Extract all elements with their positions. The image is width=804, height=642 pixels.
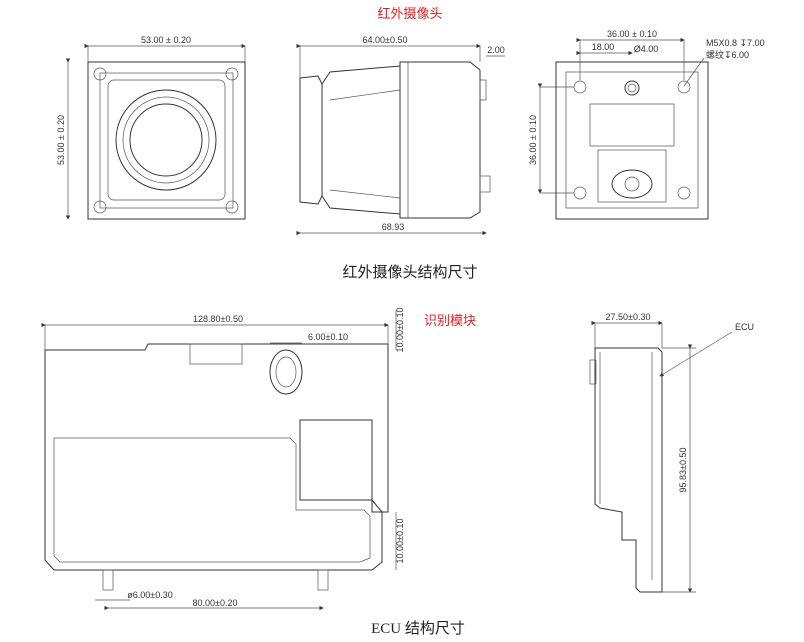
ecu-front-view: 128.80±0.50 6.00±0.10 10.00±0.10 10.00±0… <box>41 308 405 611</box>
thread-spec-2: 螺纹↧6.00 <box>706 49 749 60</box>
ecu-bottom-height-dim: 10.00±0.10 <box>395 519 405 564</box>
ecu-total-height-dim: 95.83±0.50 <box>678 448 688 493</box>
ecu-width-dim: 128.80±0.50 <box>193 314 243 324</box>
front-height-dim: 53.00 ± 0.20 <box>56 115 66 165</box>
ecu-label: ECU <box>735 322 754 332</box>
recognition-title: 识别模块 <box>424 314 476 329</box>
thread-spec-1: M5X0.8 ↧7.00 <box>706 38 765 48</box>
camera-rear-view: 36.00 ± 0.10 18.00 Ø4.00 M5X0.8 ↧7.00 螺纹… <box>528 29 765 220</box>
camera-front-view: 53.00 ± 0.20 53.00 ± 0.20 <box>56 35 246 220</box>
camera-side-view: 64.00±0.50 2.00 68.93 <box>296 35 505 236</box>
rear-offset-dim: 18.00 <box>592 42 615 52</box>
ecu-top-height-dim: 10.00±0.10 <box>395 308 405 353</box>
ecu-pin-spacing-dim: 80.00±0.20 <box>193 598 238 608</box>
ecu-pin-dia-dim: ø6.00±0.30 <box>127 590 172 600</box>
ecu-slot-dim: 6.00±0.10 <box>308 332 348 342</box>
front-width-dim: 53.00 ± 0.20 <box>141 35 191 45</box>
rear-hole-dim: Ø4.00 <box>634 44 659 54</box>
ecu-depth-dim: 27.50±0.30 <box>606 312 651 322</box>
ecu-caption: ECU 结构尺寸 <box>371 620 465 637</box>
side-length-dim: 64.00±0.50 <box>363 35 408 45</box>
ecu-side-view: 27.50±0.30 ECU 95.83±0.50 <box>589 312 754 593</box>
rear-width-dim: 36.00 ± 0.10 <box>607 29 657 39</box>
rear-height-dim: 36.00 ± 0.10 <box>528 115 538 165</box>
side-total-dim: 68.93 <box>382 222 405 232</box>
side-step-dim: 2.00 <box>487 45 505 55</box>
camera-title: 红外摄像头 <box>377 6 442 22</box>
camera-caption: 红外摄像头结构尺寸 <box>342 264 477 281</box>
